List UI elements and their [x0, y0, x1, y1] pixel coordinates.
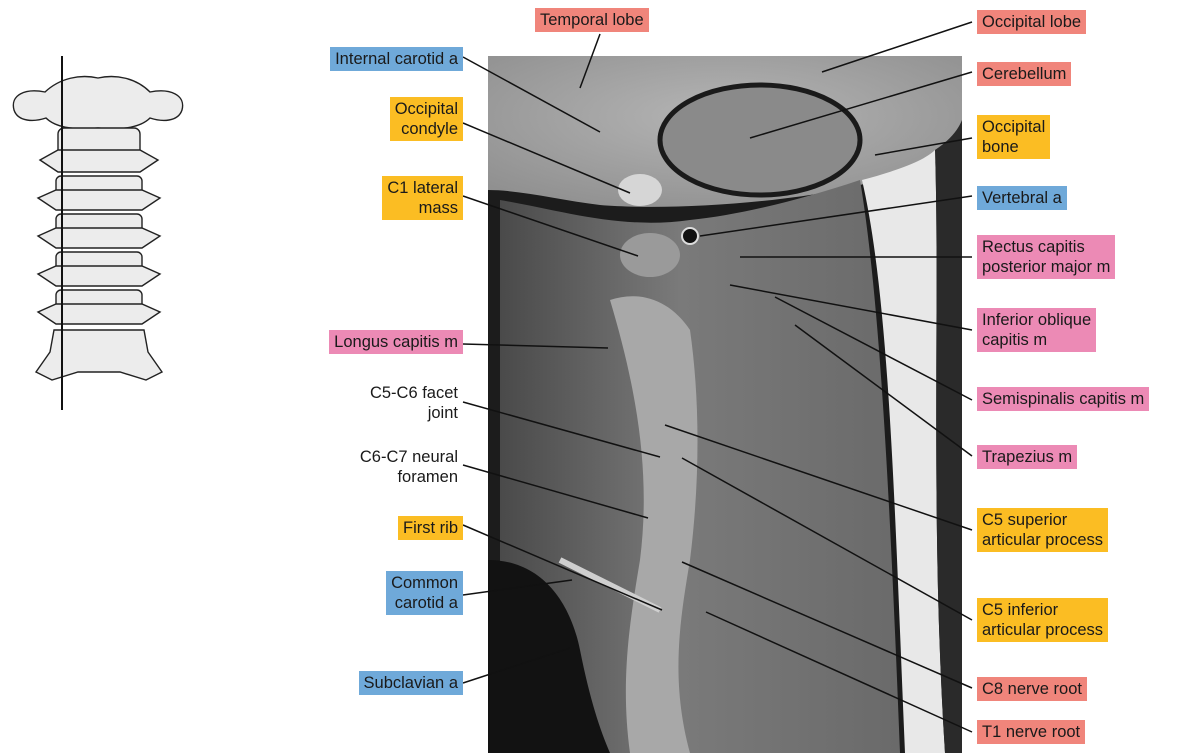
- c1-atlas-outline: [13, 77, 182, 129]
- label-occipital-bone: Occipital bone: [977, 115, 1050, 159]
- label-c5-c6-facet: C5-C6 facet joint: [365, 381, 463, 425]
- label-vertebral-a: Vertebral a: [977, 186, 1067, 210]
- label-inferior-oblique: Inferior oblique capitis m: [977, 308, 1096, 352]
- label-c8-nerve: C8 nerve root: [977, 677, 1087, 701]
- c4-transverse-process: [38, 228, 160, 248]
- label-trapezius: Trapezius m: [977, 445, 1077, 469]
- label-c5-inferior: C5 inferior articular process: [977, 598, 1108, 642]
- label-longus-capitis: Longus capitis m: [329, 330, 463, 354]
- c3-transverse-process: [38, 190, 160, 210]
- cerebellum-region: [660, 85, 860, 195]
- label-rectus-capitis: Rectus capitis posterior major m: [977, 235, 1115, 279]
- mri-image: [488, 56, 962, 753]
- spine-thumbnail: [13, 56, 182, 410]
- c2-transverse-process: [40, 150, 158, 172]
- c6-transverse-process: [38, 304, 160, 324]
- label-occipital-lobe: Occipital lobe: [977, 10, 1086, 34]
- c7-vertebra: [36, 330, 162, 380]
- vertebral-artery-dot: [682, 228, 698, 244]
- label-internal-carotid: Internal carotid a: [330, 47, 463, 71]
- label-c5-superior: C5 superior articular process: [977, 508, 1108, 552]
- c5-transverse-process: [38, 266, 160, 286]
- label-temporal-lobe: Temporal lobe: [535, 8, 649, 32]
- label-first-rib: First rib: [398, 516, 463, 540]
- label-common-carotid: Common carotid a: [386, 571, 463, 615]
- label-cerebellum: Cerebellum: [977, 62, 1071, 86]
- c1-lateral-mass-region: [620, 233, 680, 277]
- label-t1-nerve: T1 nerve root: [977, 720, 1085, 744]
- label-c1-lateral-mass: C1 lateral mass: [382, 176, 463, 220]
- label-c6-c7-foramen: C6-C7 neural foramen: [355, 445, 463, 489]
- label-subclavian: Subclavian a: [359, 671, 463, 695]
- label-occipital-condyle: Occipital condyle: [390, 97, 463, 141]
- label-semispinalis: Semispinalis capitis m: [977, 387, 1149, 411]
